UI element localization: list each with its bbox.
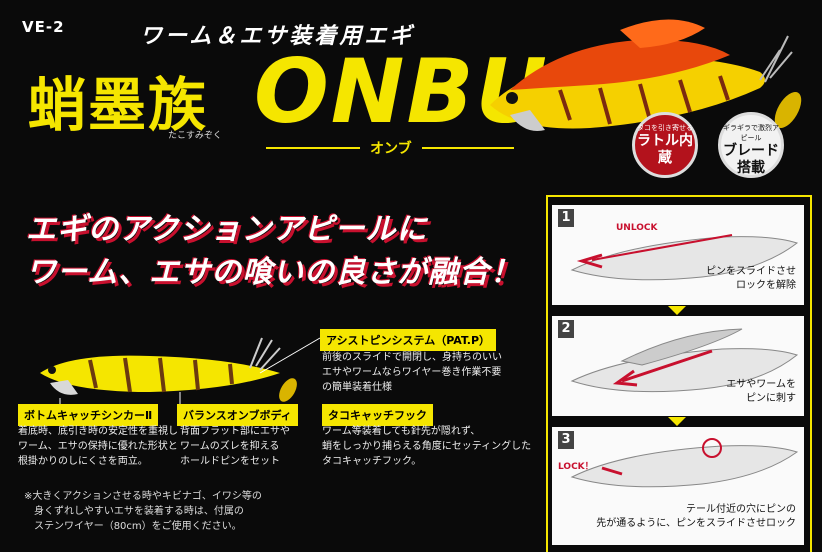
feature-text-sinker: 着底時、底引き時の安定性を重視し ワーム、エサの保持に優れた形状と 根掛かりのし… (18, 426, 178, 467)
kanji-title: 蛸墨族 (28, 71, 209, 139)
feature-text-assist-pin: 前後のスライドで開閉し、身持ちのいい エサやワームならワイヤー巻き作業不要 の簡… (322, 352, 502, 393)
step-2-illustration (570, 328, 799, 393)
step-3: 3 LOCK！ テール付近の穴にピンの 先が通るように、ピンをスライドさせロック (552, 427, 804, 545)
model-code: VE-2 (22, 18, 65, 36)
lure-main-image (490, 19, 802, 131)
step-3-text: テール付近の穴にピンの 先が通るように、ピンをスライドさせロック (596, 504, 796, 529)
badge-rattle-main: ラトル内蔵 (637, 133, 693, 166)
step-1: 1 UNLOCK ピンをスライドさせ ロックを解除 (552, 205, 804, 305)
badge-blade-top: ギラギラで激烈アピール (723, 124, 779, 142)
badge-blade-main: ブレード搭載 (723, 143, 779, 176)
step-3-illustration (570, 438, 799, 488)
step-1-number: 1 (558, 209, 574, 227)
product-kana: オンブ (360, 138, 422, 158)
kanji-reading: たこすみぞく (168, 131, 222, 141)
step-3-tag: LOCK！ (558, 462, 594, 472)
step-arrow-down-icon (668, 417, 686, 426)
feature-label-hook: タコキャッチフック (322, 404, 433, 426)
badge-rattle-top: タコを引き寄せる (637, 124, 693, 132)
feature-text-body: 背面フラット部にエサや ワームのズレを抑える ホールドピンをセット (180, 426, 290, 467)
step-2-text: エサやワームを ピンに刺す (726, 379, 796, 404)
footnote: ※大きくアクションさせる時やキビナゴ、イワシ等の 身くずれしやすいエサを装着する… (24, 491, 262, 532)
badge-blade: ギラギラで激烈アピール ブレード搭載 (718, 112, 784, 178)
subtitle: ワーム＆エサ装着用エギ (140, 24, 415, 49)
step-arrow-down-icon (668, 306, 686, 315)
step-2: 2 エサやワームを ピンに刺す (552, 316, 804, 416)
headline-line2: ワーム、エサの喰いの良さが融合！ (26, 255, 522, 290)
headline-line1: エギのアクションアピールに (26, 212, 428, 247)
feature-label-body: バランスオンブボディ (177, 404, 298, 426)
step-1-text: ピンをスライドさせ ロックを解除 (706, 266, 796, 291)
badge-rattle: タコを引き寄せる ラトル内蔵 (632, 112, 698, 178)
product-name: ONBU (254, 40, 549, 143)
feature-label-assist-pin: アシストピンシステム（PAT.P） (320, 329, 497, 351)
step-1-tag: UNLOCK (616, 223, 658, 233)
step-1-illustration (570, 234, 799, 281)
lure-detail-image (40, 337, 321, 407)
feature-label-sinker: ボトムキャッチシンカーⅡ (18, 404, 159, 426)
step-3-number: 3 (558, 431, 574, 449)
feature-text-hook: ワーム等装着しても針先が隠れず、 蛸をしっかり捕らえる角度にセッティングした タ… (322, 426, 532, 467)
step-2-number: 2 (558, 320, 574, 338)
steps-panel (546, 195, 812, 552)
